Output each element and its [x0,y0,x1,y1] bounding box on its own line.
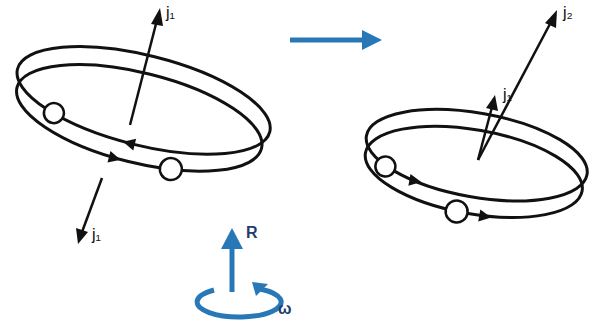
particle [158,156,185,183]
arrowhead [221,228,243,249]
vector-label: j₁ [92,226,101,244]
arrowhead [486,95,498,111]
spin-vector [478,107,492,160]
rotation-axis [230,246,235,292]
particle [42,101,66,125]
axis-label: ω [278,300,292,318]
vector-label: j₁ [166,4,175,22]
orbit-ring [358,111,589,232]
transition-arrow [290,38,364,43]
direction-arrowhead [478,210,492,224]
orbit-ring [6,44,272,192]
direction-arrowhead [408,174,422,188]
right-orbits [354,94,594,243]
direction-arrowhead [108,151,123,166]
arrowhead [151,8,163,26]
vector-label: j₂ [563,4,573,22]
rotation-arc [197,289,281,317]
particle [444,199,469,224]
spin-vector [130,20,157,125]
vector-label: j₁ [503,86,512,104]
arrowhead [362,30,382,50]
spin-vector [478,22,551,160]
axis-label: R [246,224,258,242]
arrowhead [252,282,268,296]
direction-arrowhead [122,136,137,151]
orbit-ring [359,94,594,216]
orbit-ring [7,25,281,175]
particle [374,155,397,178]
arrowhead [545,10,557,28]
spin-vector [82,178,102,232]
left-orbits [0,25,280,200]
arrowhead [76,228,88,244]
